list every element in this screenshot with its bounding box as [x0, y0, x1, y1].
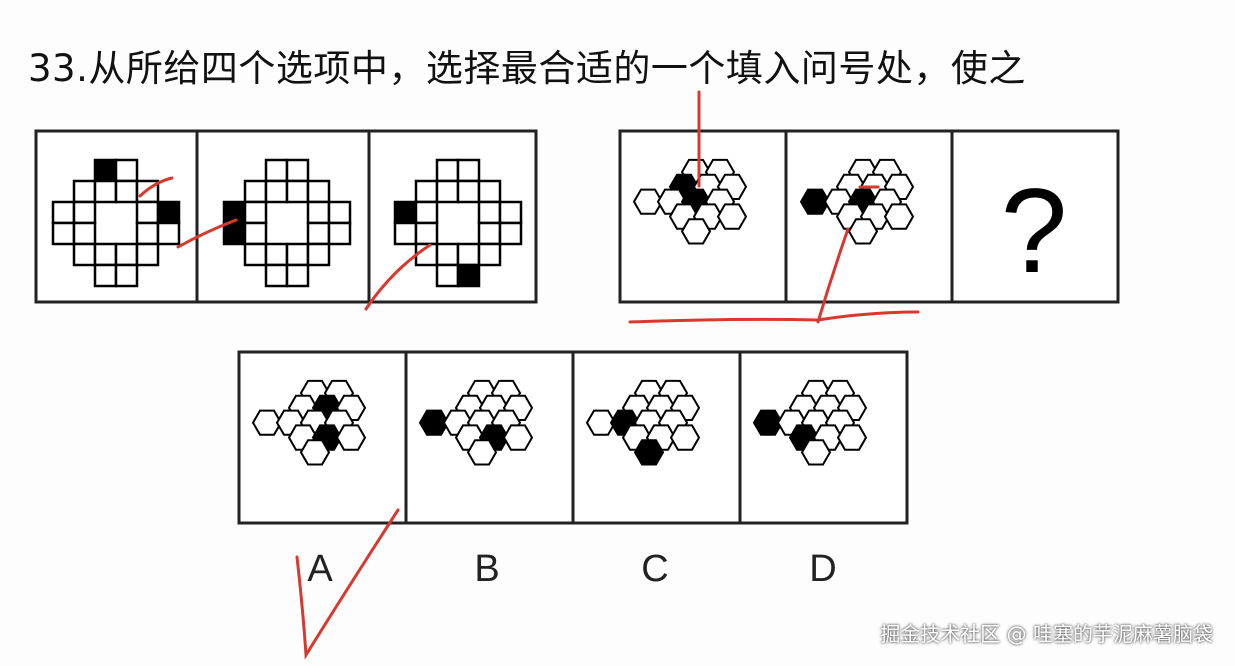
- option-figure-C: [585, 379, 701, 466]
- cross-figure-3: [393, 158, 523, 288]
- square-cell: [285, 263, 310, 288]
- question-mark: ?: [1001, 164, 1068, 298]
- square-cell: [135, 242, 160, 267]
- square-cell: [414, 179, 439, 204]
- hex-cell: [418, 409, 450, 436]
- hex-cell: [716, 203, 748, 230]
- hex-figure-1: [632, 158, 748, 245]
- hex-cell: [752, 409, 784, 436]
- annotation-stroke: [176, 218, 238, 249]
- square-cell: [51, 200, 76, 225]
- hex-cell: [299, 439, 331, 466]
- option-label-b[interactable]: B: [474, 548, 500, 590]
- square-cell: [435, 158, 460, 183]
- watermark: 掘金技术社区 @ 哇塞的芋泥麻薯脑袋: [880, 622, 1213, 646]
- square-cell: [93, 242, 118, 267]
- square-cell: [285, 242, 310, 267]
- option-figure-B: [418, 379, 534, 466]
- square-cell: [72, 221, 97, 246]
- hex-figure-2: [799, 158, 915, 245]
- square-cell: [414, 221, 439, 246]
- square-cell: [135, 200, 160, 225]
- square-cell: [327, 200, 352, 225]
- annotation-stroke: [364, 243, 432, 311]
- square-cell: [435, 179, 460, 204]
- square-cell: [456, 263, 481, 288]
- option-label-d[interactable]: D: [809, 548, 837, 590]
- hex-cell: [335, 424, 367, 451]
- hex-cell: [883, 203, 915, 230]
- square-cell: [264, 242, 289, 267]
- square-cell: [51, 221, 76, 246]
- square-cell: [477, 179, 502, 204]
- square-cell: [285, 158, 310, 183]
- hex-cell: [466, 439, 498, 466]
- square-cell: [477, 200, 502, 225]
- square-cell: [243, 242, 268, 267]
- square-cell: [114, 263, 139, 288]
- hex-cell: [632, 188, 664, 215]
- hex-cell: [800, 439, 832, 466]
- annotation-underline: [628, 310, 920, 324]
- square-cell: [414, 200, 439, 225]
- hex-cell: [847, 218, 879, 245]
- hex-cell: [799, 188, 831, 215]
- square-cell: [93, 263, 118, 288]
- square-cell: [456, 158, 481, 183]
- square-cell: [72, 200, 97, 225]
- square-cell: [498, 221, 523, 246]
- square-cell: [435, 242, 460, 267]
- square-cell: [456, 242, 481, 267]
- square-cell: [114, 158, 139, 183]
- square-cell: [114, 179, 139, 204]
- hex-cell: [251, 409, 283, 436]
- annotation-stroke: [138, 176, 174, 198]
- hex-cell: [680, 218, 712, 245]
- square-cell: [264, 179, 289, 204]
- square-cell: [222, 221, 247, 246]
- square-cell: [156, 221, 181, 246]
- square-cell: [498, 200, 523, 225]
- square-cell: [243, 179, 268, 204]
- square-cell: [327, 221, 352, 246]
- square-cell: [156, 200, 181, 225]
- square-cell: [114, 242, 139, 267]
- option-figure-D: [752, 379, 868, 466]
- square-cell: [72, 242, 97, 267]
- square-cell: [264, 158, 289, 183]
- option-label-a[interactable]: A: [307, 548, 333, 590]
- square-cell: [435, 263, 460, 288]
- option-figure-A: [251, 379, 367, 466]
- square-cell: [93, 179, 118, 204]
- square-cell: [306, 200, 331, 225]
- hex-cell: [633, 439, 665, 466]
- square-cell: [393, 221, 418, 246]
- hex-cell: [502, 424, 534, 451]
- square-cell: [243, 200, 268, 225]
- square-cell: [477, 221, 502, 246]
- square-cell: [456, 179, 481, 204]
- hex-cell: [585, 409, 617, 436]
- annotation-stroke: [816, 227, 850, 324]
- square-cell: [393, 200, 418, 225]
- option-label-c[interactable]: C: [641, 548, 669, 590]
- square-cell: [285, 179, 310, 204]
- square-cell: [72, 179, 97, 204]
- hex-cell: [836, 424, 868, 451]
- square-cell: [306, 179, 331, 204]
- square-cell: [264, 263, 289, 288]
- square-cell: [306, 221, 331, 246]
- square-cell: [477, 242, 502, 267]
- square-cell: [93, 158, 118, 183]
- annotation-checkmark: [295, 508, 400, 660]
- hex-cell: [669, 424, 701, 451]
- question-text: 33.从所给四个选项中，选择最合适的一个填入问号处，使之: [28, 47, 1026, 90]
- square-cell: [243, 221, 268, 246]
- square-cell: [135, 221, 160, 246]
- cross-figure-2: [222, 158, 352, 288]
- square-cell: [306, 242, 331, 267]
